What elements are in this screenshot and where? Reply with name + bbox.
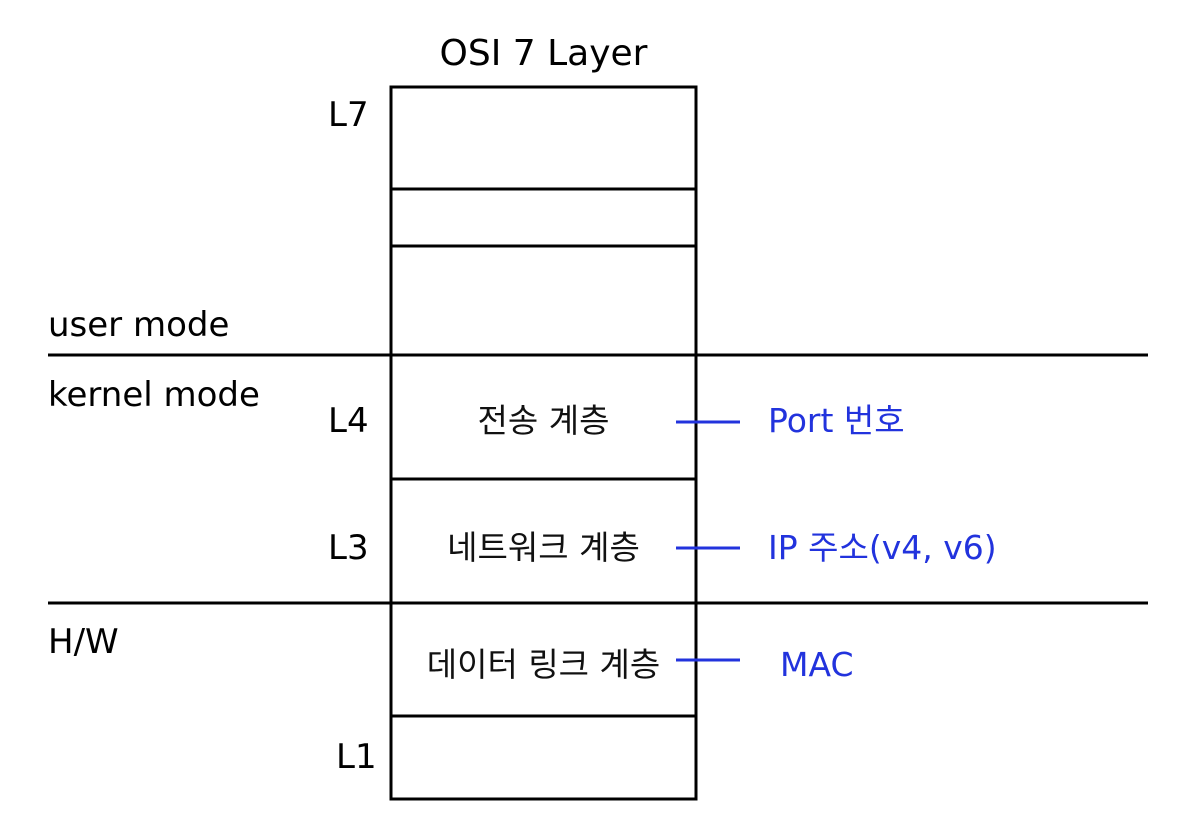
network-layer-label: 네트워크 계층 [447,528,640,567]
hw-label: H/W [48,622,119,662]
layer-stack-box [389,85,698,801]
layer-number-l7: L7 [328,95,369,135]
network-annotation: IP 주소(v4, v6) [768,528,997,567]
transport-layer-label: 전송 계층 [477,401,610,440]
transport-annotation: Port 번호 [768,401,905,440]
diagram-title: OSI 7 Layer [439,33,648,74]
user-mode-label: user mode [48,305,230,345]
layer-number-l1: L1 [336,737,377,777]
datalink-annotation: MAC [780,645,854,684]
layer-number-l3: L3 [328,528,369,568]
datalink-layer-label: 데이터 링크 계층 [426,645,661,684]
layer-number-l4: L4 [328,401,369,441]
kernel-mode-label: kernel mode [48,375,260,415]
